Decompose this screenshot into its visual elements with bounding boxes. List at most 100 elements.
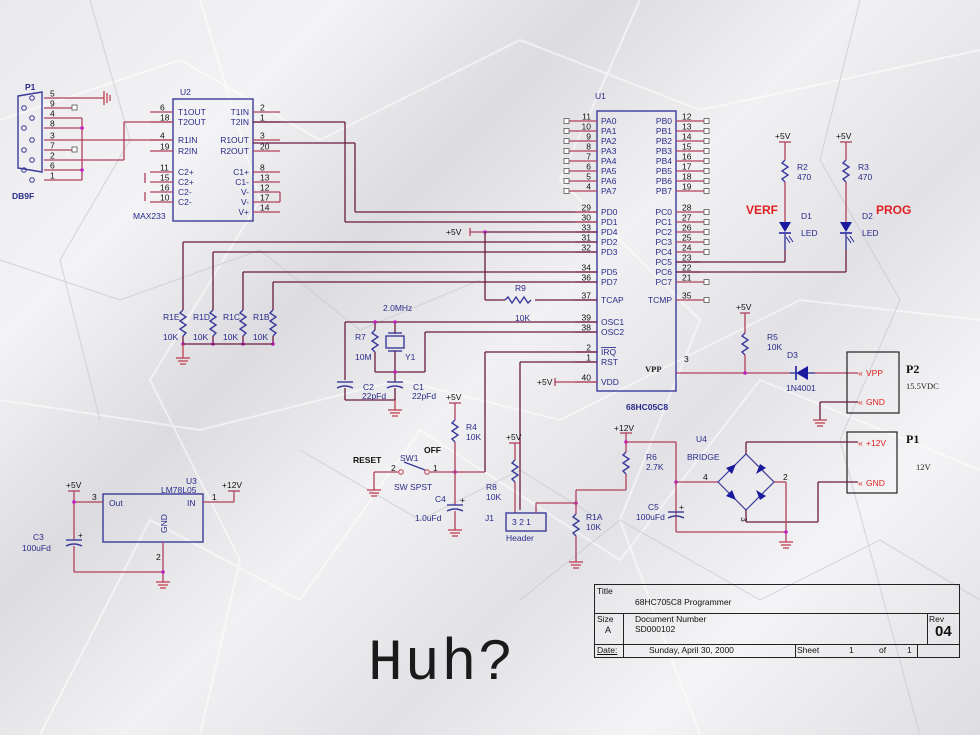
rev-value: 04 [935,623,952,640]
u2-pin-name: V- [241,187,249,197]
u3-part: LM78L05 [161,485,197,495]
r9-supply: +5V [446,227,462,237]
p2-pin-vpp: VPP [866,368,883,378]
p1-ref: P1 [25,82,36,92]
u1-pin-number: 9 [586,132,591,142]
r9-ref: R9 [515,283,526,293]
u2-pin-number: 20 [260,142,270,152]
u1-pin-number: 8 [586,142,591,152]
u1-pin-name: PA1 [601,126,617,136]
db9-pin-contact [21,167,27,173]
sheet-label: Sheet [797,645,820,655]
u1-pin-name: PC0 [655,207,672,217]
u1-pin-name: RST [601,357,618,367]
u2-pin-name: C2- [178,187,192,197]
svg-text:+: + [460,495,465,505]
c5-ref: C5 [648,502,659,512]
led-ref: D1 [801,211,812,221]
u2-pin-name: C1+ [233,167,249,177]
u1-pin-name: PC5 [655,257,672,267]
db9-pin-contact [21,147,27,153]
db9-pin-number: 4 [50,109,55,119]
led-resistor-value: 470 [797,172,811,182]
p2-ref: P2 [906,362,919,376]
resistor-symbol [841,159,851,183]
u1-pin-name: PD5 [601,267,618,277]
title-block: Title 68HC705C8 Programmer Size A Docume… [594,584,960,658]
u1-pin-number: 14 [682,132,692,142]
c1-value: 22pFd [412,391,436,401]
c1-ref: C1 [413,382,424,392]
u1-pin-name: PB7 [656,186,672,196]
p1-pin-12v: +12V [866,438,886,448]
u1-pin-number: 38 [582,323,592,333]
r9-value: 10K [515,313,530,323]
u1-pin-number: 2 [586,343,591,353]
u1-pin-number: 12 [682,112,692,122]
d3-part: 1N4001 [786,383,816,393]
u2-pin-number: 3 [260,131,265,141]
pullup-value: 10K [253,332,268,342]
u2-pin-number: 10 [160,193,170,203]
u1-pin-number: 16 [682,152,692,162]
u3-gnd: GND [159,514,169,533]
svg-text:«: « [858,368,863,378]
resistor-symbol [178,309,188,337]
u2-part: MAX233 [133,211,166,221]
of-label: of [879,645,887,655]
u1-pin-name: TCMP [648,295,672,305]
u1-pin-number: 36 [582,273,592,283]
u1-pin-name: PB4 [656,156,672,166]
led-type: LED [801,228,818,238]
size-label: Size [597,614,614,624]
u1-pin-name: PC2 [655,227,672,237]
u1-pin-name: PA7 [601,186,617,196]
u1-pin-name: PD2 [601,237,618,247]
sheet-value: 1 [849,645,854,655]
rev-label: Rev [929,614,945,624]
u1-pin-name: OSC1 [601,317,624,327]
u1-pin-number: 37 [582,291,592,301]
oscillator: 2.0MHz R7 10M Y1 C2 22pFd C1 22pFd [336,303,597,417]
c4-ref: C4 [435,494,446,504]
u1-pin-name: PA0 [601,116,617,126]
db9-pin-number: 5 [50,89,55,99]
db9-pin-number: 3 [50,131,55,141]
u1-pin-number: 5 [586,172,591,182]
u1-pin-number: 31 [582,233,592,243]
u1-pin-name: PB6 [656,176,672,186]
u1-ref: U1 [595,91,606,101]
u2-pin-number: 11 [160,163,169,173]
bridge-pin3: 3 [739,517,749,522]
u3-out: Out [109,498,123,508]
u2-pin-number: 14 [260,203,270,213]
u2-pin-number: 18 [160,113,170,123]
r8-value: 10K [486,492,501,502]
u1-pin-number: 15 [682,142,692,152]
db9-pin-number: 1 [50,171,55,181]
pullup-ref: R1E [163,312,180,322]
r7-ref: R7 [355,332,366,342]
u1-pin-number: 32 [582,243,592,253]
u2-pin-number: 6 [160,103,165,113]
u2-pin-name: C2+ [178,167,194,177]
u1-pin-number: 27 [682,213,692,223]
db9-pin-number: 6 [50,161,55,171]
u1-pin-name: PB0 [656,116,672,126]
docnum-label: Document Number [635,614,707,624]
u2-pin-number: 4 [160,131,165,141]
led-supply: +5V [836,131,852,141]
u2-pin-number: 12 [260,183,270,193]
u1-pin-number: 33 [582,223,592,233]
u2-pin-name: R2IN [178,146,197,156]
svg-text:«: « [858,438,863,448]
u1-pin-name: PD1 [601,217,618,227]
led-resistor-ref: R3 [858,162,869,172]
u3-pin-out: 3 [92,492,97,502]
svg-text:+: + [679,502,684,512]
led-type: LED [862,228,879,238]
u1-part: 68HC05C8 [626,402,668,412]
p1-power-ref: P1 [906,432,919,446]
reset-label: RESET [353,455,382,465]
